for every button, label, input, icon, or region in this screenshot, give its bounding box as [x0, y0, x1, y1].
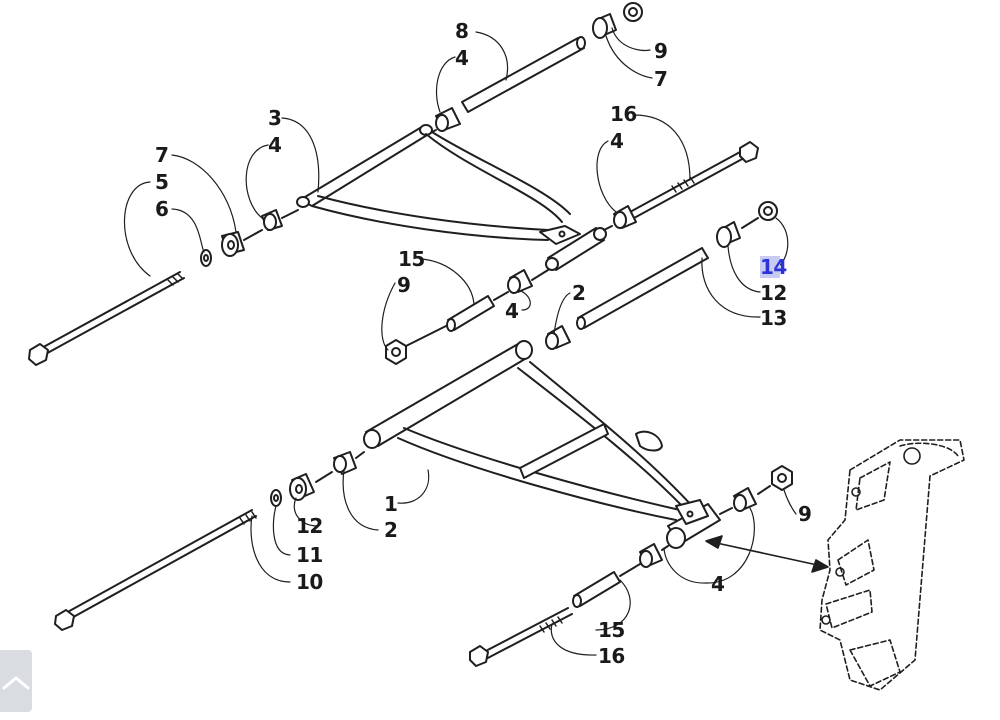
- lower-arm-hardware: [54, 451, 793, 667]
- callout-8: 8: [455, 19, 468, 43]
- callout-12: 12: [760, 281, 787, 305]
- leader-lines: [123, 27, 797, 656]
- callout-2: 2: [384, 518, 397, 542]
- callout-5: 5: [155, 170, 168, 194]
- scroll-to-top-button[interactable]: [0, 650, 32, 712]
- callout-11: 11: [296, 543, 323, 567]
- callout-9: 9: [798, 502, 811, 526]
- lower-a-arm: [363, 340, 721, 549]
- chevron-up-icon: [2, 676, 30, 690]
- callout-4: 4: [268, 133, 281, 157]
- callout-14: 14: [760, 255, 787, 279]
- callout-3: 3: [268, 106, 281, 130]
- callout-9: 9: [654, 39, 667, 63]
- callout-labels: 8 4 9 7 16 4 3 4 7 5 6 15 9 4 2 14 12 13…: [155, 19, 812, 668]
- callout-4: 4: [711, 572, 724, 596]
- callout-4: 4: [610, 129, 623, 153]
- upper-arm-hardware: [28, 2, 778, 366]
- callout-16: 16: [598, 644, 625, 668]
- callout-7: 7: [155, 143, 168, 167]
- callout-highlight: [760, 256, 780, 278]
- callout-7: 7: [654, 67, 667, 91]
- callout-9: 9: [397, 273, 410, 297]
- callout-15: 15: [598, 618, 625, 642]
- callout-1: 1: [384, 492, 397, 516]
- callout-16: 16: [610, 102, 637, 126]
- callout-15: 15: [398, 247, 425, 271]
- upper-a-arm: [296, 124, 607, 271]
- steering-knuckle: [819, 439, 965, 691]
- knuckle-holes: [821, 447, 921, 625]
- callout-4: 4: [505, 299, 518, 323]
- callout-13: 13: [760, 306, 787, 330]
- callout-12: 12: [296, 514, 323, 538]
- callout-6: 6: [155, 197, 168, 221]
- callout-4: 4: [455, 46, 468, 70]
- callout-2: 2: [572, 281, 585, 305]
- callout-10: 10: [296, 570, 323, 594]
- assembly-arrow: [705, 535, 829, 573]
